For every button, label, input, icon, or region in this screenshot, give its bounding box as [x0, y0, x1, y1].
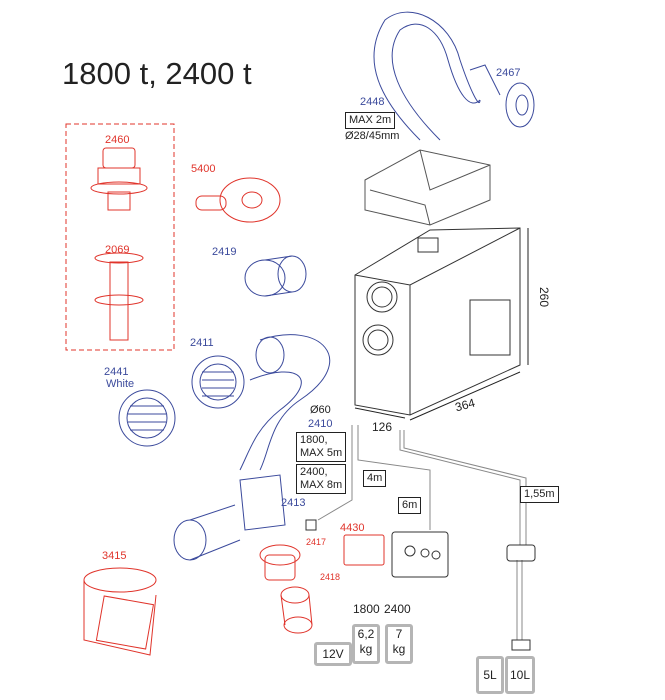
cable-length-6m: 6m [398, 497, 422, 514]
part-label-3415: 3415 [102, 550, 127, 562]
tank-10l-icon: 10L [505, 656, 535, 694]
duct-coupling-2419 [244, 255, 307, 297]
part-label-2448: 2448 [360, 96, 385, 108]
cable-length-4m: 4m [363, 470, 387, 487]
hot-air-duct-2410 [239, 334, 331, 471]
part-label-2441: 2441 [104, 366, 129, 378]
weight-header-2400: 2400 [384, 602, 411, 616]
grille-2411 [191, 355, 245, 409]
control-unit-4430 [343, 534, 385, 566]
part-label-2069: 2069 [105, 244, 130, 256]
tank-5l-icon: 5L [476, 656, 504, 694]
extension-2069 [94, 252, 144, 341]
fuse-holder-2417 [305, 519, 317, 531]
max-length-2400: 2400, MAX 8m [296, 464, 347, 494]
exhaust-outlet-5400 [195, 177, 281, 223]
part-label-2460: 2460 [105, 134, 130, 146]
max-length-2448: MAX 2m [345, 112, 396, 129]
control-panel [391, 531, 449, 578]
intake-2467 [469, 64, 535, 128]
roof-cowl-2460 [90, 147, 148, 211]
part-label-2467: 2467 [496, 67, 521, 79]
diameter-2410: Ø60 [310, 404, 331, 416]
fuel-line-length: 1,55m [520, 486, 559, 503]
part-label-4430: 4430 [340, 522, 365, 534]
mounting-bracket [364, 149, 491, 226]
grille-2441 [118, 389, 176, 447]
weight-2400-icon: 7 kg [385, 624, 413, 664]
intake-hose-2448 [373, 11, 481, 141]
cables [317, 425, 527, 640]
voltage-label: 12V [322, 647, 344, 661]
max-length-1800: 1800, MAX 5m [296, 432, 347, 462]
part-label-2411: 2411 [190, 337, 214, 349]
part-label-2418: 2418 [320, 572, 341, 582]
part-label-2417: 2417 [306, 537, 327, 547]
dimension-depth: 126 [372, 420, 393, 434]
part-label-2419: 2419 [212, 246, 237, 258]
optional-parts-frame [65, 123, 175, 351]
part-label-5400: 5400 [191, 163, 216, 175]
exhaust-parts [259, 544, 313, 634]
weight-1800-icon: 6,2 kg [352, 624, 380, 664]
dimension-lines [354, 228, 529, 421]
y-piece-2413 [173, 474, 286, 561]
diameter-2448: Ø28/45mm [345, 130, 400, 142]
fuel-pickup [506, 544, 536, 651]
exhaust-silencer-3415 [83, 567, 157, 656]
dimension-height: 260 [537, 286, 552, 308]
part-label-2410: 2410 [308, 418, 333, 430]
heater-unit [354, 227, 521, 416]
battery-icon: 12V [314, 642, 352, 666]
weight-header-1800: 1800 [353, 602, 380, 616]
part-label-2441-note: White [106, 378, 135, 390]
part-label-2413: 2413 [281, 497, 306, 509]
page-title: 1800 t, 2400 t [62, 56, 252, 91]
